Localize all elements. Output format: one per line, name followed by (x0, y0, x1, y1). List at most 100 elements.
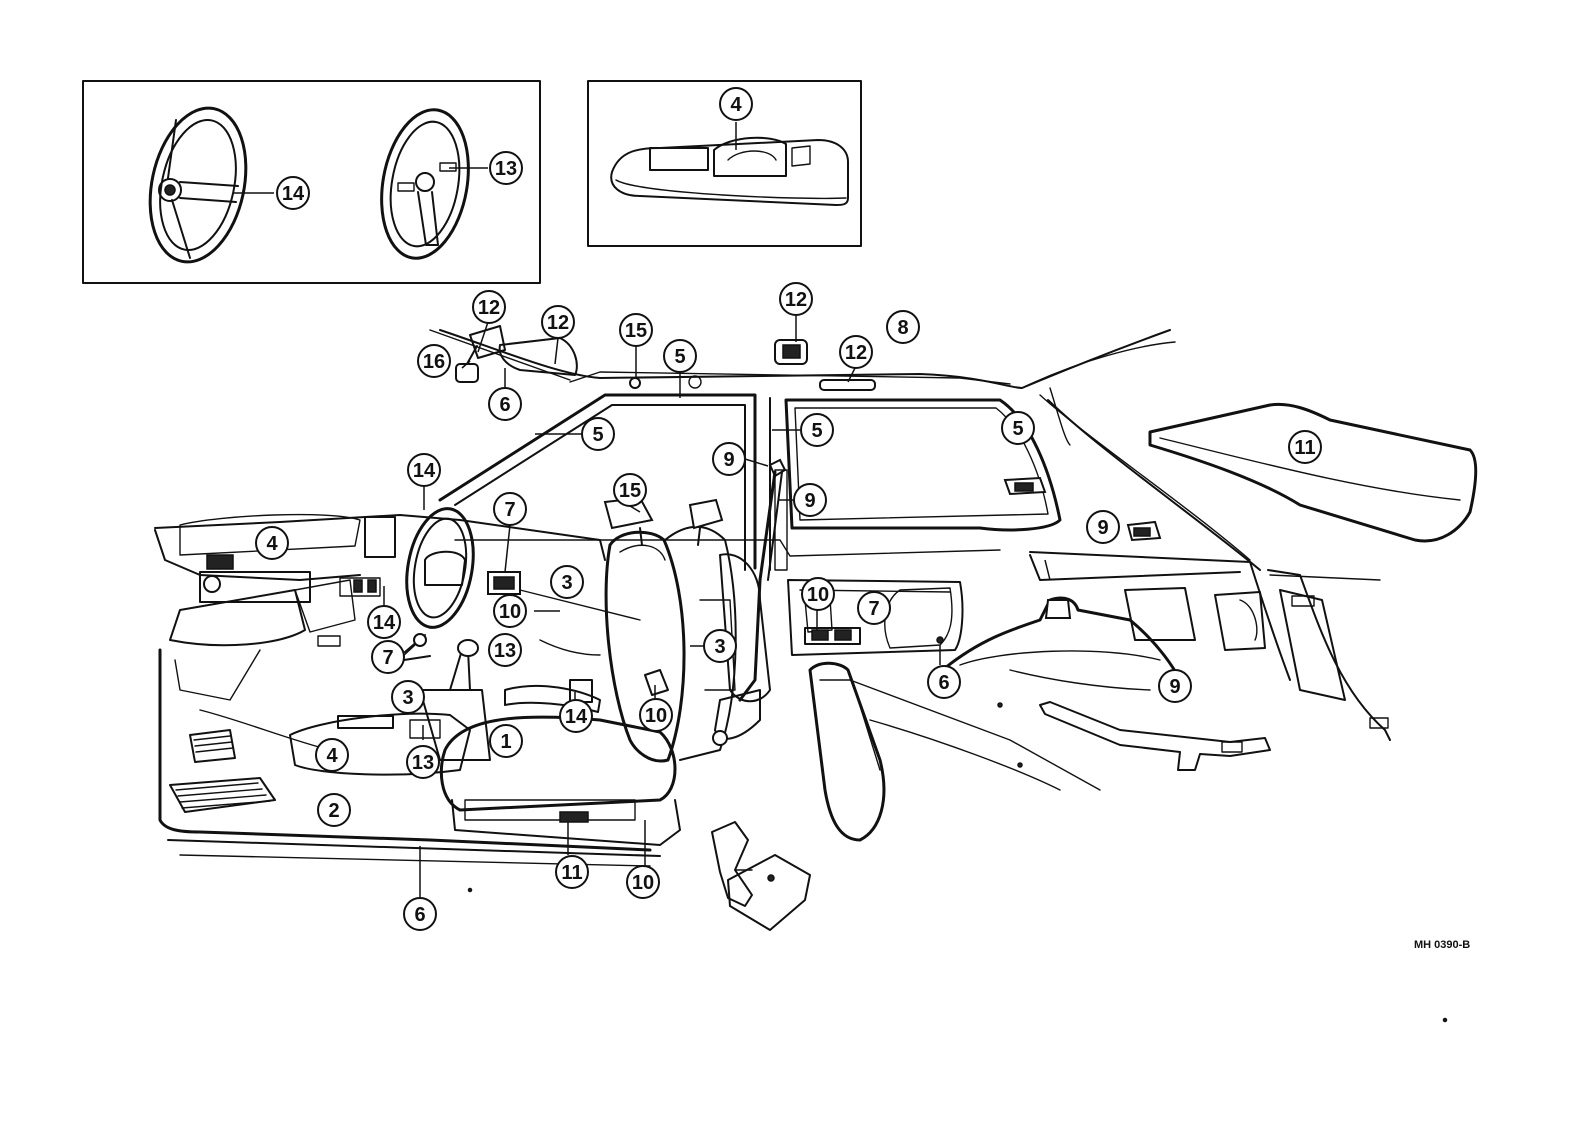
callout-number: 12 (478, 297, 500, 319)
callout-3: 3 (550, 565, 584, 599)
callout-number: 11 (1294, 437, 1315, 459)
callout-number: 4 (326, 745, 338, 767)
callout-number: 9 (1169, 676, 1180, 698)
callout-number: 15 (625, 320, 647, 342)
callout-4: 4 (315, 738, 349, 772)
callout-6: 6 (488, 387, 522, 421)
callout-number: 13 (494, 640, 516, 662)
callout-number: 6 (499, 394, 510, 416)
callout-number: 5 (811, 420, 822, 442)
callout-number: 3 (402, 687, 413, 709)
callout-5: 5 (1001, 411, 1035, 445)
callout-5: 5 (581, 417, 615, 451)
callout-11: 11 (1288, 430, 1322, 464)
callout-6: 6 (927, 665, 961, 699)
callout-number: 5 (1012, 418, 1023, 440)
callout-number: 6 (938, 672, 949, 694)
callout-number: 8 (897, 317, 908, 339)
callout-6: 6 (403, 897, 437, 931)
callout-10: 10 (801, 577, 835, 611)
steering-wheel-icon (148, 106, 248, 264)
front-seat (439, 496, 737, 846)
callout-number: 14 (565, 706, 588, 728)
callout-13: 13 (488, 633, 522, 667)
callout-5: 5 (663, 339, 697, 373)
callout-5: 5 (800, 413, 834, 447)
callout-number: 2 (328, 800, 339, 822)
callout-number: 14 (282, 183, 305, 205)
callout-7: 7 (857, 591, 891, 625)
callout-9: 9 (1158, 669, 1192, 703)
callout-12: 12 (779, 282, 813, 316)
steering-wheel-icon (380, 108, 470, 260)
callout-15: 15 (613, 473, 647, 507)
callout-number: 1 (500, 731, 511, 753)
callout-2: 2 (317, 793, 351, 827)
callout-number: 4 (266, 533, 278, 555)
inset-dashboard-pad (587, 80, 862, 247)
callout-14: 14 (276, 176, 310, 210)
callout-9: 9 (1086, 510, 1120, 544)
callout-16: 16 (417, 344, 451, 378)
callout-11: 11 (555, 855, 589, 889)
callout-12: 12 (839, 335, 873, 369)
callout-number: 3 (561, 572, 572, 594)
callout-8: 8 (886, 310, 920, 344)
callout-number: 10 (632, 872, 654, 894)
callout-number: 5 (592, 424, 603, 446)
callout-12: 12 (472, 290, 506, 324)
callout-number: 6 (414, 904, 425, 926)
callout-10: 10 (626, 865, 660, 899)
callout-4: 4 (719, 87, 753, 121)
callout-number: 4 (730, 94, 742, 116)
callout-number: 9 (1097, 517, 1108, 539)
callout-number: 14 (413, 460, 436, 482)
callout-number: 14 (373, 612, 396, 634)
callout-number: 3 (714, 636, 725, 658)
callout-13: 13 (489, 151, 523, 185)
callout-10: 10 (639, 698, 673, 732)
speaker-grille-icon (189, 729, 236, 763)
callout-10: 10 (493, 594, 527, 628)
callout-number: 12 (547, 312, 569, 334)
callout-14: 14 (559, 699, 593, 733)
inset-steering-wheels (82, 80, 541, 284)
callout-number: 7 (868, 598, 879, 620)
callout-4: 4 (255, 526, 289, 560)
callout-14: 14 (407, 453, 441, 487)
callout-7: 7 (371, 640, 405, 674)
callout-number: 13 (495, 158, 517, 180)
steering-wheel-icon (405, 507, 475, 629)
speaker-grille-icon (169, 777, 276, 813)
callout-number: 9 (804, 490, 815, 512)
diagram-code: MH 0390-B (1414, 939, 1470, 951)
callout-number: 16 (423, 351, 445, 373)
callout-13: 13 (406, 745, 440, 779)
callout-7: 7 (493, 492, 527, 526)
vehicle-interior (154, 325, 1478, 1023)
callout-14: 14 (367, 605, 401, 639)
callout-number: 15 (619, 480, 641, 502)
callout-number: 12 (785, 289, 807, 311)
callout-12: 12 (541, 305, 575, 339)
callout-number: 10 (807, 584, 829, 606)
callout-number: 12 (845, 342, 867, 364)
callout-number: 9 (723, 449, 734, 471)
callout-number: 10 (499, 601, 521, 623)
callout-3: 3 (703, 629, 737, 663)
callout-3: 3 (391, 680, 425, 714)
callout-number: 10 (645, 705, 667, 727)
callout-number: 11 (561, 862, 582, 884)
callout-15: 15 (619, 313, 653, 347)
callout-9: 9 (712, 442, 746, 476)
callout-9: 9 (793, 483, 827, 517)
leader-lines (383, 315, 941, 898)
callout-number: 7 (382, 647, 393, 669)
callout-number: 13 (412, 752, 434, 774)
callout-number: 5 (674, 346, 685, 368)
callout-number: 7 (504, 499, 515, 521)
callout-1: 1 (489, 724, 523, 758)
